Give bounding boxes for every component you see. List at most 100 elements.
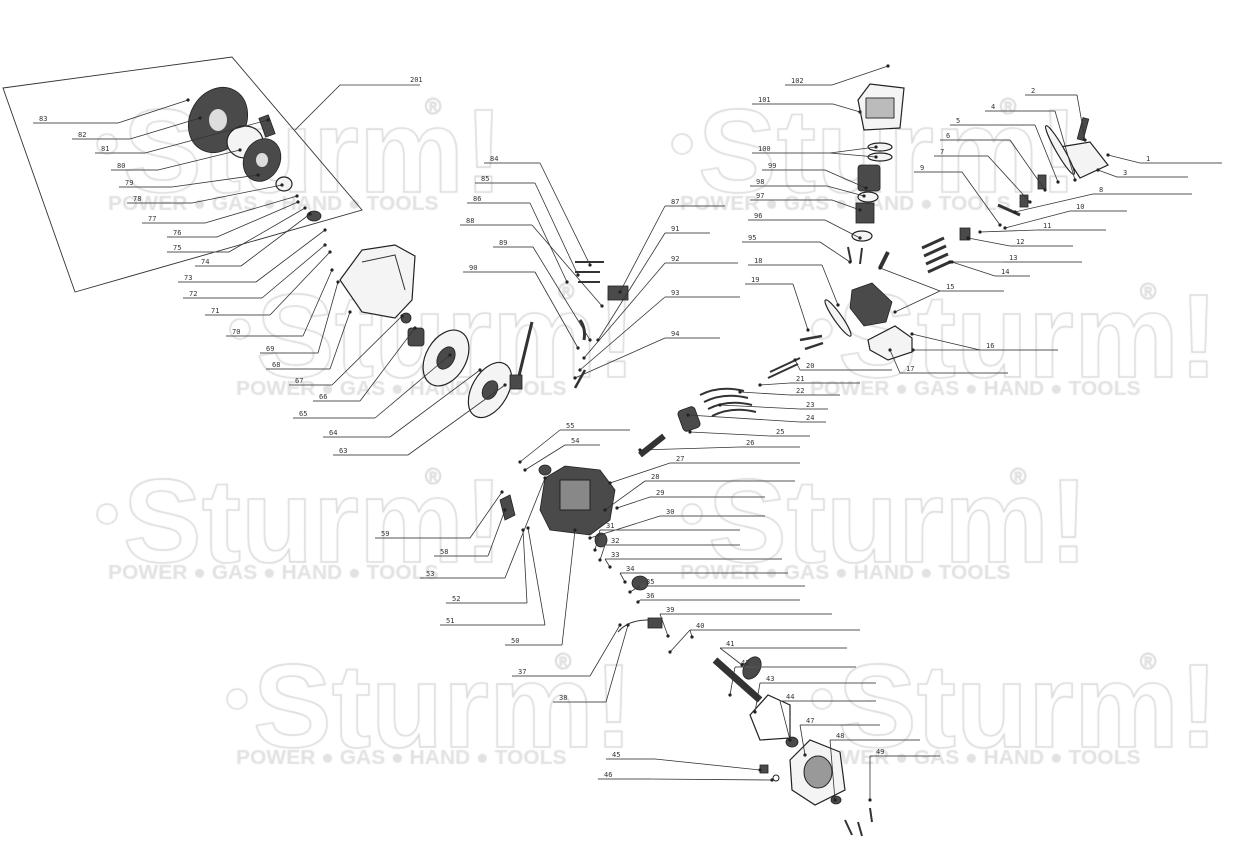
part-number: 93 <box>671 289 679 297</box>
leader-dot <box>864 186 868 190</box>
callout-92: 92 <box>582 255 738 360</box>
callout-84: 84 <box>484 155 592 267</box>
part-number: 48 <box>836 732 844 740</box>
part-number: 63 <box>339 447 347 455</box>
leader-line <box>659 613 669 637</box>
part-number: 6 <box>946 132 950 140</box>
leader-line <box>302 269 333 337</box>
part-number: 85 <box>481 175 489 183</box>
callout-47: 47 <box>799 717 880 757</box>
part-number: 3 <box>1123 169 1127 177</box>
callout-28: 28 <box>603 473 795 512</box>
callout-23: 23 <box>718 401 828 410</box>
leader-line <box>522 529 528 604</box>
leader-dot <box>911 348 915 352</box>
leader-dot <box>296 200 300 204</box>
leader-line <box>831 65 889 86</box>
leader-dot <box>874 145 878 149</box>
part-number: 54 <box>571 437 579 445</box>
part-number: 51 <box>446 617 454 625</box>
part-number: 79 <box>125 179 133 187</box>
callout-5: 5 <box>950 117 1060 184</box>
air-filter-icon <box>857 83 905 131</box>
leader-dot <box>1028 200 1032 204</box>
leader-dot <box>666 634 670 638</box>
callout-89: 89 <box>493 239 592 342</box>
part-number: 53 <box>426 570 434 578</box>
leader-line <box>832 103 861 113</box>
part-number: 68 <box>272 361 280 369</box>
leader-dot <box>1083 138 1087 142</box>
part-number: 41 <box>726 640 734 648</box>
leader-line <box>1097 169 1118 178</box>
leader-line <box>967 237 1011 247</box>
leader-dot <box>806 328 810 332</box>
part-number: 66 <box>319 393 327 401</box>
leader-line <box>829 146 877 154</box>
leader-dot <box>858 236 862 240</box>
part-number: 13 <box>1009 254 1017 262</box>
callout-87: 87 <box>618 198 725 294</box>
leader-line <box>616 496 651 509</box>
callout-12: 12 <box>966 236 1073 247</box>
leader-dot <box>503 508 507 512</box>
leader-line <box>754 682 761 713</box>
piston-rings-icon <box>699 387 757 417</box>
part-number: 99 <box>768 162 776 170</box>
leader-dot <box>858 110 862 114</box>
callout-19: 19 <box>745 276 810 332</box>
leader-line <box>504 477 546 579</box>
callout-80: 80 <box>111 148 242 171</box>
part-number: 102 <box>791 77 804 85</box>
leader-line <box>589 624 621 677</box>
leader-line <box>469 491 503 539</box>
callout-26: 26 <box>638 439 800 452</box>
part-number: 45 <box>612 751 620 759</box>
part-number: 27 <box>676 455 684 463</box>
part-number: 72 <box>189 290 197 298</box>
callout-50: 50 <box>505 528 577 646</box>
callout-51: 51 <box>440 526 546 626</box>
callout-43: 43 <box>753 675 876 714</box>
part-number: 1 <box>1146 155 1150 163</box>
part-number: 7 <box>940 148 944 156</box>
leader-line <box>759 382 791 386</box>
leader-line <box>597 232 666 341</box>
callout-59: 59 <box>375 490 504 539</box>
fan-cover-icon <box>339 244 416 319</box>
callout-2: 2 <box>1025 87 1087 142</box>
callout-53: 53 <box>420 476 547 579</box>
part-number: 5 <box>956 117 960 125</box>
leader-dot <box>740 663 744 667</box>
head-gasket-icon <box>824 299 852 337</box>
callout-3: 3 <box>1096 168 1188 178</box>
part-number: 58 <box>440 548 448 556</box>
leader-dot <box>280 183 284 187</box>
leader-line <box>228 207 306 253</box>
gasket-icon <box>857 191 879 203</box>
leader-line <box>599 544 606 561</box>
leader-line <box>879 267 941 292</box>
valve-bolts-icon <box>921 236 951 274</box>
part-number: 83 <box>39 115 47 123</box>
leader-dot <box>323 228 327 232</box>
leader-line <box>1107 154 1141 164</box>
leader-dot <box>256 173 260 177</box>
part-number: 98 <box>756 178 764 186</box>
carburetor-icon <box>857 164 881 192</box>
callout-101: 101 <box>752 96 862 114</box>
leader-dot <box>728 693 732 697</box>
callout-4: 4 <box>985 103 1077 182</box>
leader-dot <box>588 536 592 540</box>
leader-dot <box>618 290 622 294</box>
part-number: 78 <box>133 195 141 203</box>
leader-dot <box>738 390 742 394</box>
governor-lever-icon <box>509 321 534 390</box>
leader-line <box>144 119 269 154</box>
leader-dot <box>186 98 190 102</box>
leader-dot <box>238 148 242 152</box>
part-number: 73 <box>184 274 192 282</box>
leader-dot <box>886 64 890 68</box>
leader-dot <box>628 590 632 594</box>
part-number: 90 <box>469 264 477 272</box>
